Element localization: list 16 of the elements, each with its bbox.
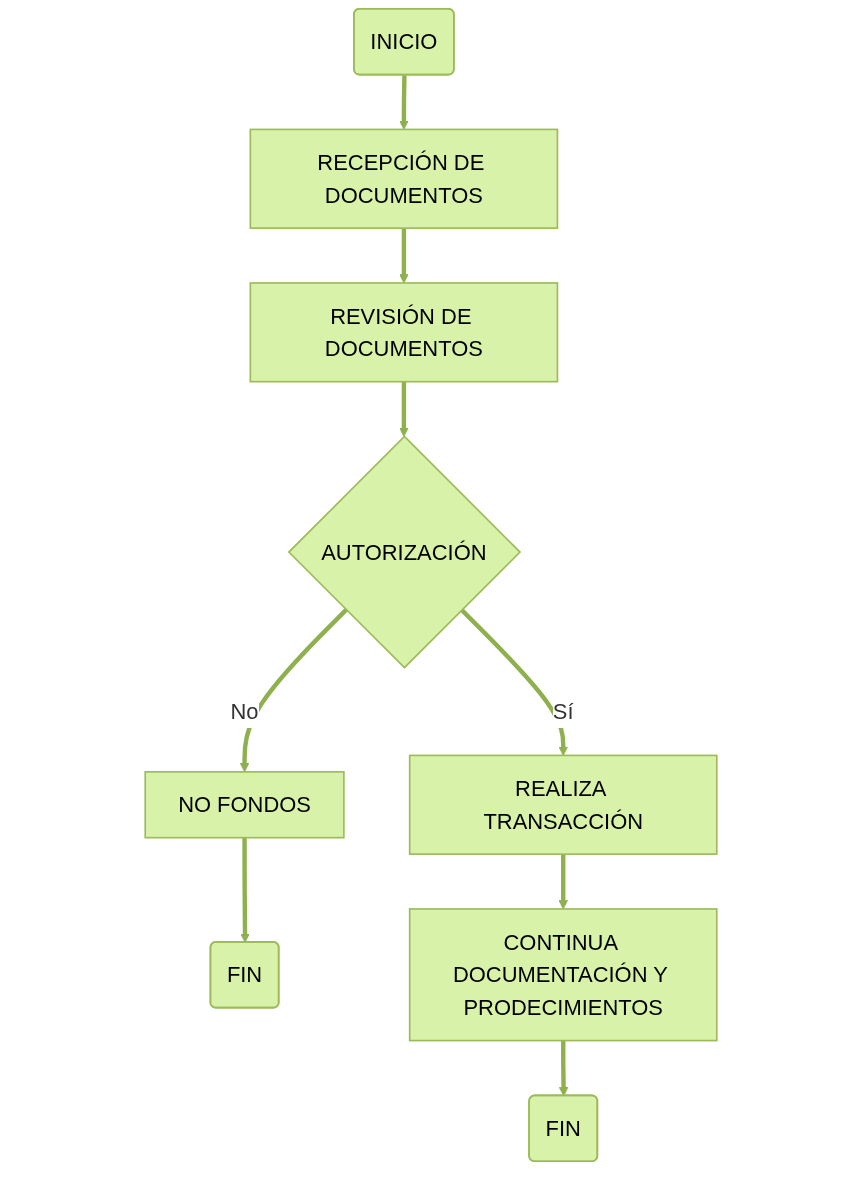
edge-label: Sí: [552, 699, 574, 724]
arrow: [240, 837, 250, 943]
arrow: [239, 608, 348, 773]
node-box: REVISIÓN DE DOCUMENTOS: [249, 282, 559, 383]
arrow: [399, 228, 409, 284]
edge-label: No: [230, 699, 259, 724]
node-box: REALIZA TRANSACCIÓN: [408, 754, 718, 855]
node-box: RECEPCIÓN DE DOCUMENTOS: [249, 128, 559, 229]
arrow: [399, 75, 409, 130]
arrow: [558, 1040, 569, 1097]
node-box: NO FONDOS: [144, 771, 345, 839]
arrow: [558, 854, 569, 910]
arrow: [399, 381, 409, 437]
arrow: [460, 608, 569, 756]
node-box: CONTINUA DOCUMENTACIÓN Y PRODECIMIENTOS: [408, 908, 718, 1042]
node-diamond: AUTORIZACIÓN: [287, 435, 522, 669]
